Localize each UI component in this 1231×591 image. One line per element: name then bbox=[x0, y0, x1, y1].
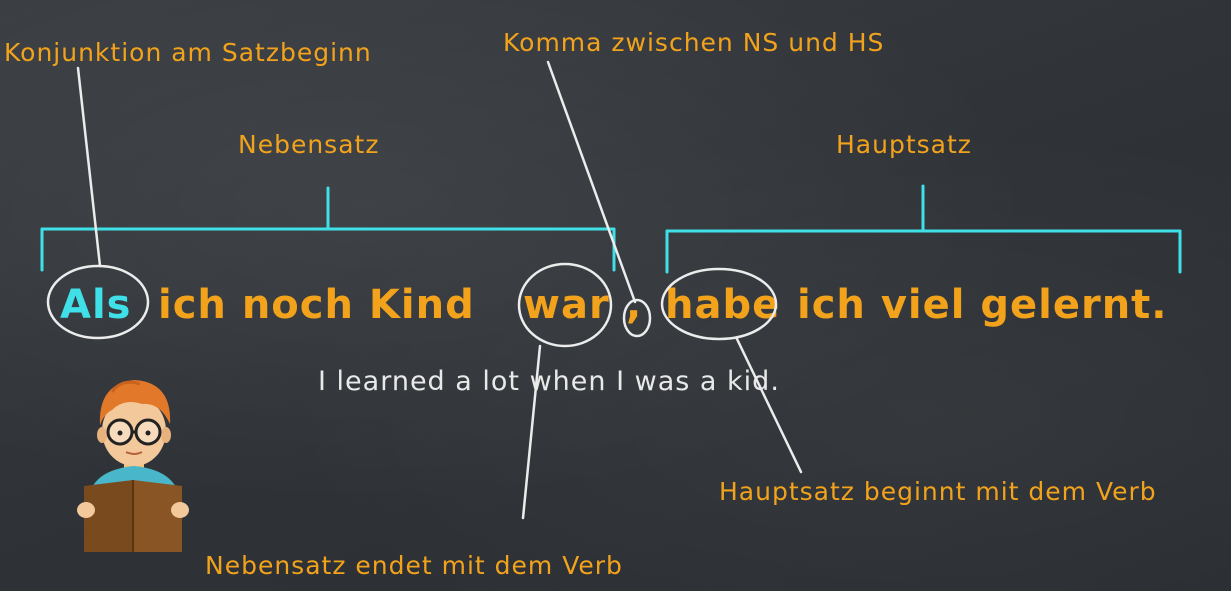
hauptsatz-bracket bbox=[665, 184, 1182, 274]
nebensatz-verb-annotation: Nebensatz endet mit dem Verb bbox=[205, 551, 623, 580]
hauptsatz-verb-circle bbox=[660, 267, 778, 341]
hauptsatz-verb-annotation: Hauptsatz beginnt mit dem Verb bbox=[719, 477, 1157, 506]
reading-student-icon bbox=[77, 380, 189, 552]
sentence-hauptsatz-verb: habe bbox=[665, 282, 781, 328]
hauptsatz-verb-pointer bbox=[735, 337, 803, 474]
sentence-nebensatz-verb: war bbox=[523, 282, 610, 328]
sentence-hauptsatz-rest: ich viel gelernt. bbox=[797, 282, 1168, 328]
nebensatz-verb-circle bbox=[517, 262, 613, 348]
conjunction-annotation: Konjunktion am Satzbeginn bbox=[4, 38, 372, 67]
comma-pointer bbox=[546, 60, 637, 304]
sentence-nebensatz-middle: ich noch Kind bbox=[158, 282, 475, 328]
english-translation: I learned a lot when I was a kid. bbox=[318, 366, 780, 397]
sentence-conjunction: Als bbox=[60, 282, 132, 328]
conjunction-pointer bbox=[76, 66, 102, 268]
hauptsatz-label: Hauptsatz bbox=[836, 130, 972, 159]
nebensatz-label: Nebensatz bbox=[238, 130, 380, 159]
comma-annotation: Komma zwischen NS und HS bbox=[503, 28, 885, 57]
nebensatz-bracket bbox=[40, 186, 616, 272]
conjunction-circle bbox=[46, 264, 150, 340]
comma-circle bbox=[622, 298, 652, 338]
nebensatz-verb-pointer bbox=[521, 344, 542, 520]
sentence-comma: , bbox=[626, 282, 643, 328]
